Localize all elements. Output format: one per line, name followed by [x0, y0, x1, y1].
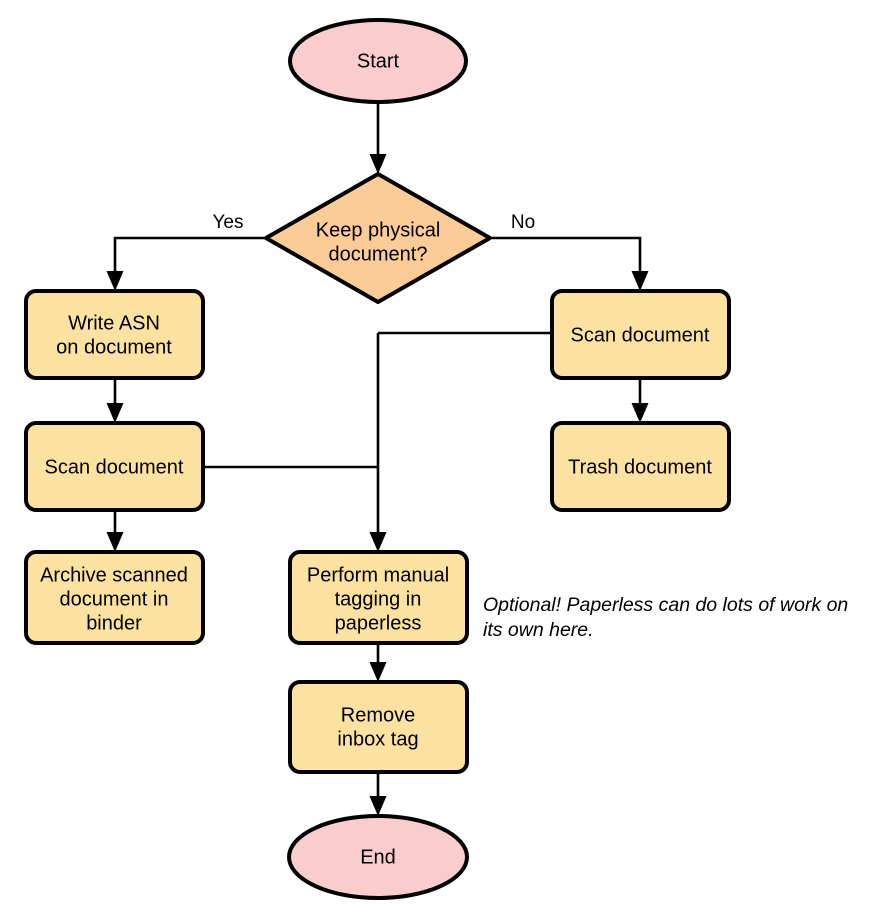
write-asn-box-shape: [24, 289, 205, 380]
trash-document-label: Trash document: [568, 456, 712, 478]
tagging-label-line1: Perform manual: [307, 564, 449, 586]
annotation-line2: its own here.: [483, 619, 594, 641]
node-scan-document-left[interactable]: Scan document: [24, 421, 205, 512]
node-end[interactable]: End: [287, 814, 469, 900]
scan-document-left-box-shape: [24, 421, 205, 512]
edge-tagging-to-removeinbox: [369, 643, 387, 682]
scan-document-right-label: Scan document: [571, 324, 710, 346]
annotation-optional-note: Optional! Paperless can do lots of work …: [483, 594, 848, 641]
trash-document-box-shape: [550, 421, 731, 512]
scan-document-right-box-shape: [550, 289, 731, 380]
archive-label-line3: binder: [86, 612, 142, 634]
edge-scanright-to-trash: [631, 378, 649, 423]
node-decision-keep-physical-document[interactable]: Keep physical document?: [264, 172, 492, 304]
edge-scanleft-to-archive: [106, 510, 124, 552]
decision-diamond-shape: [264, 172, 492, 304]
archive-label-line2: document in: [60, 588, 169, 610]
node-archive-scanned-document[interactable]: Archive scanned document in binder: [24, 550, 205, 645]
start-ellipse-shape: [288, 18, 468, 104]
node-scan-document-right[interactable]: Scan document: [550, 289, 731, 380]
edge-label-no: No: [511, 212, 535, 233]
tagging-label-line2: tagging in: [335, 588, 422, 610]
edges-group: [106, 102, 649, 816]
end-ellipse-shape: [287, 814, 469, 900]
archive-box-shape: [24, 550, 205, 645]
edge-label-yes: Yes: [213, 212, 244, 233]
write-asn-label-line1: Write ASN: [68, 312, 160, 334]
edge-writeasn-to-scanleft: [106, 378, 124, 423]
node-perform-manual-tagging[interactable]: Perform manual tagging in paperless: [288, 550, 469, 645]
scan-document-left-label: Scan document: [45, 456, 184, 478]
tagging-label-line3: paperless: [335, 612, 422, 634]
edge-start-to-decision: [369, 102, 387, 174]
edge-decision-yes: [106, 236, 266, 291]
write-asn-label-line2: on document: [56, 336, 172, 358]
node-write-asn[interactable]: Write ASN on document: [24, 289, 205, 380]
start-label: Start: [357, 50, 400, 72]
tagging-box-shape: [288, 550, 469, 645]
edge-removeinbox-to-end: [369, 772, 387, 816]
edge-decision-no: [490, 236, 649, 291]
remove-inbox-label-line1: Remove: [341, 704, 415, 726]
node-remove-inbox-tag[interactable]: Remove inbox tag: [288, 680, 469, 774]
end-label: End: [360, 846, 396, 868]
node-trash-document[interactable]: Trash document: [550, 421, 731, 512]
remove-inbox-box-shape: [288, 680, 469, 774]
edge-trunk-to-tagging: [369, 333, 387, 552]
node-start[interactable]: Start: [288, 18, 468, 104]
annotation-line1: Optional! Paperless can do lots of work …: [483, 594, 848, 616]
archive-label-line1: Archive scanned: [40, 564, 188, 586]
remove-inbox-label-line2: inbox tag: [337, 728, 418, 750]
decision-label-line2: document?: [329, 243, 428, 265]
decision-label-line1: Keep physical: [316, 219, 441, 241]
